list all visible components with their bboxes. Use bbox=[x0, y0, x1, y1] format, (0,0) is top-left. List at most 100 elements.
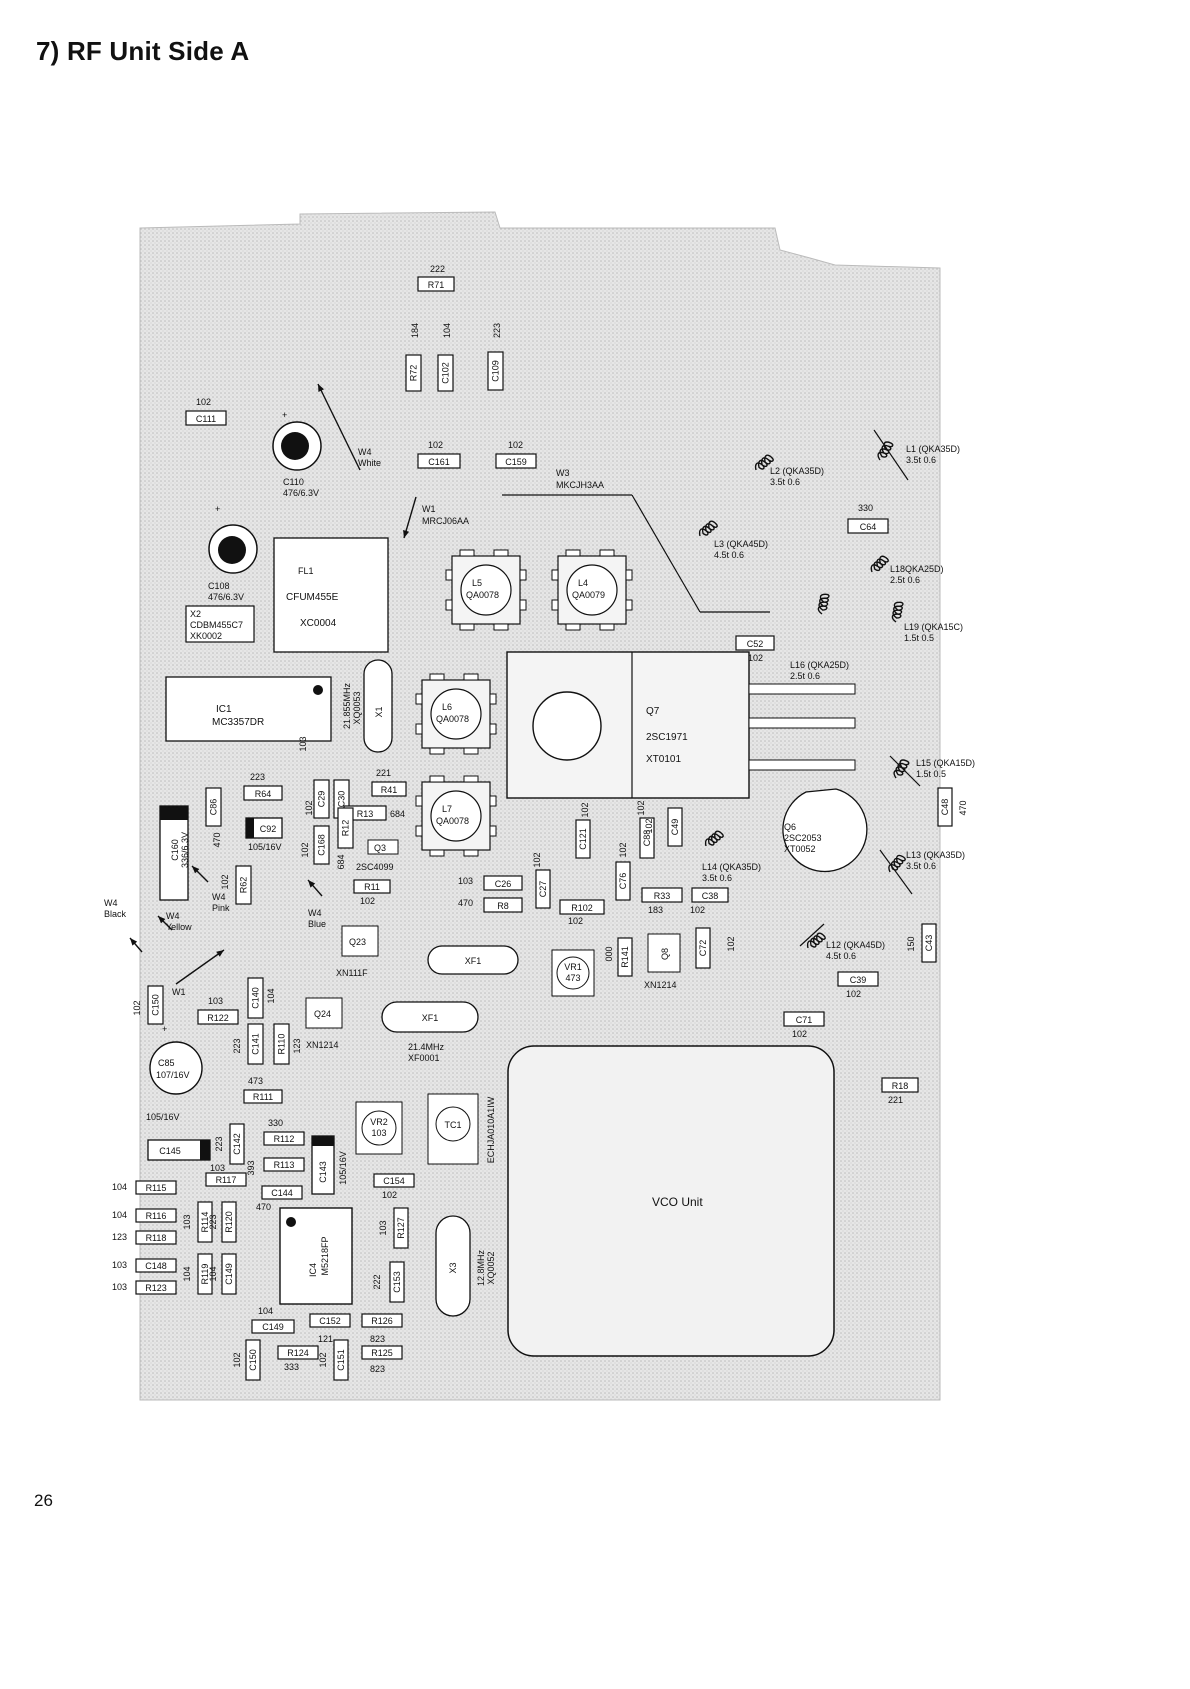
c150b-value: 102 bbox=[132, 1000, 142, 1015]
r116-ref: R116 bbox=[146, 1211, 167, 1221]
c144-value: 470 bbox=[256, 1202, 271, 1212]
c142-ref: C142 bbox=[232, 1133, 242, 1155]
c149a-body bbox=[221, 1253, 237, 1295]
l5-tab bbox=[519, 569, 527, 581]
vr2-knob bbox=[361, 1110, 397, 1146]
w3-lead-2 bbox=[631, 494, 701, 613]
c43-body bbox=[921, 923, 937, 963]
l5-ref: L5 bbox=[472, 578, 482, 588]
q24-value: XN1214 bbox=[306, 1040, 339, 1050]
c152-ref: C152 bbox=[319, 1316, 341, 1326]
c151-body bbox=[333, 1339, 349, 1381]
l6-tab bbox=[489, 693, 497, 705]
c38-body bbox=[691, 887, 729, 903]
vr2-ref: VR2 bbox=[370, 1117, 388, 1127]
ic4-ref: IC4 bbox=[308, 1263, 318, 1277]
c145-band bbox=[200, 1140, 210, 1160]
l3-coil bbox=[698, 520, 718, 537]
l7-val: QA0078 bbox=[436, 816, 469, 826]
c121-body bbox=[575, 819, 591, 859]
r13-ref: R13 bbox=[357, 809, 374, 819]
w4-yellow-ref: W4 bbox=[166, 911, 180, 921]
r125-value: 823 bbox=[370, 1364, 385, 1374]
r118-value: 123 bbox=[112, 1232, 127, 1242]
w4-black-arrow-head bbox=[130, 938, 138, 946]
r117-value: 103 bbox=[210, 1163, 225, 1173]
c71-value: 102 bbox=[792, 1029, 807, 1039]
l5-tab bbox=[445, 569, 453, 581]
x2-ref: X2 bbox=[190, 609, 201, 619]
w4-white-arrow-head bbox=[318, 384, 325, 392]
ic4-pin1-dot bbox=[286, 1217, 296, 1227]
c168-ref: C168 bbox=[317, 834, 327, 856]
c27-body bbox=[535, 869, 551, 909]
q23-ref: Q23 bbox=[349, 937, 366, 947]
c159-body bbox=[495, 453, 537, 469]
r111-ref: R111 bbox=[253, 1092, 273, 1102]
c153-body bbox=[389, 1261, 405, 1303]
r62-ref: R62 bbox=[239, 877, 249, 894]
w4-black-ref: W4 bbox=[104, 898, 118, 908]
c29-value: 103 bbox=[298, 736, 308, 751]
q8-ref: Q8 bbox=[660, 948, 670, 960]
c143-ref: C143 bbox=[318, 1161, 328, 1183]
x1-value1: 21.855MHz bbox=[342, 682, 352, 729]
l6-tab bbox=[463, 673, 479, 681]
w4-white-value: White bbox=[358, 458, 381, 468]
l7-ref: L7 bbox=[442, 804, 452, 814]
xf1b-body bbox=[381, 1001, 479, 1033]
w1b-arrow-head bbox=[216, 950, 224, 957]
l18-label: L18QKA25D) bbox=[890, 564, 944, 574]
l5-val: QA0078 bbox=[466, 590, 499, 600]
r127-value: 103 bbox=[378, 1220, 388, 1235]
tc1-knob bbox=[435, 1106, 471, 1142]
c110-ref: C110 bbox=[283, 477, 304, 487]
x3-body bbox=[435, 1215, 471, 1317]
fl1-body bbox=[273, 537, 389, 653]
r120-value: 223 bbox=[208, 1214, 218, 1229]
c150-ref: C150 bbox=[248, 1349, 258, 1371]
c151-ref: C151 bbox=[336, 1349, 346, 1371]
c64-ref: C64 bbox=[860, 522, 877, 532]
xf1b-ref: XF1 bbox=[422, 1013, 439, 1023]
r12-ref: R12 bbox=[341, 820, 351, 837]
l7-tab bbox=[463, 775, 479, 783]
r141-body bbox=[617, 937, 633, 977]
x2-value1: CDBM455C7 bbox=[190, 620, 243, 630]
xf1a-body bbox=[427, 945, 519, 975]
w4-pink-ref: W4 bbox=[212, 892, 226, 902]
r123-value: 103 bbox=[112, 1282, 127, 1292]
l1-lead bbox=[873, 429, 909, 481]
w3-ref: W3 bbox=[556, 468, 570, 478]
c39-ref: C39 bbox=[850, 975, 867, 985]
c145-value: 105/16V bbox=[146, 1112, 180, 1122]
l13-lead bbox=[879, 849, 913, 895]
l6-core bbox=[430, 688, 482, 740]
c88-ref: C88 bbox=[642, 830, 652, 847]
c168-body bbox=[313, 825, 330, 865]
l5-core bbox=[460, 564, 512, 616]
c149b-body bbox=[251, 1319, 295, 1334]
l2-value: 3.5t 0.6 bbox=[770, 477, 800, 487]
q6-body bbox=[782, 788, 868, 873]
c121-value: 102 bbox=[580, 802, 590, 817]
c88-body bbox=[639, 817, 655, 859]
vr1-ref: VR1 bbox=[564, 962, 582, 972]
c102-ref: C102 bbox=[441, 362, 451, 384]
l7-tab bbox=[429, 775, 445, 783]
l14-value: 3.5t 0.6 bbox=[702, 873, 732, 883]
c48-body bbox=[937, 787, 953, 827]
c153-value: 222 bbox=[372, 1274, 382, 1289]
l3-value: 4.5t 0.6 bbox=[714, 550, 744, 560]
w4-yellow-value: Yellow bbox=[166, 922, 192, 932]
c154-value: 102 bbox=[382, 1190, 397, 1200]
q7-value2: XT0101 bbox=[646, 754, 681, 765]
r124-value: 333 bbox=[284, 1362, 299, 1372]
vco-unit-label: VCO Unit bbox=[652, 1195, 703, 1209]
l18-value: 2.5t 0.6 bbox=[890, 575, 920, 585]
q3-ref: Q3 bbox=[374, 843, 386, 853]
c26-ref: C26 bbox=[495, 879, 512, 889]
c150b-body bbox=[147, 985, 164, 1025]
w4-blue-ref: W4 bbox=[308, 908, 322, 918]
